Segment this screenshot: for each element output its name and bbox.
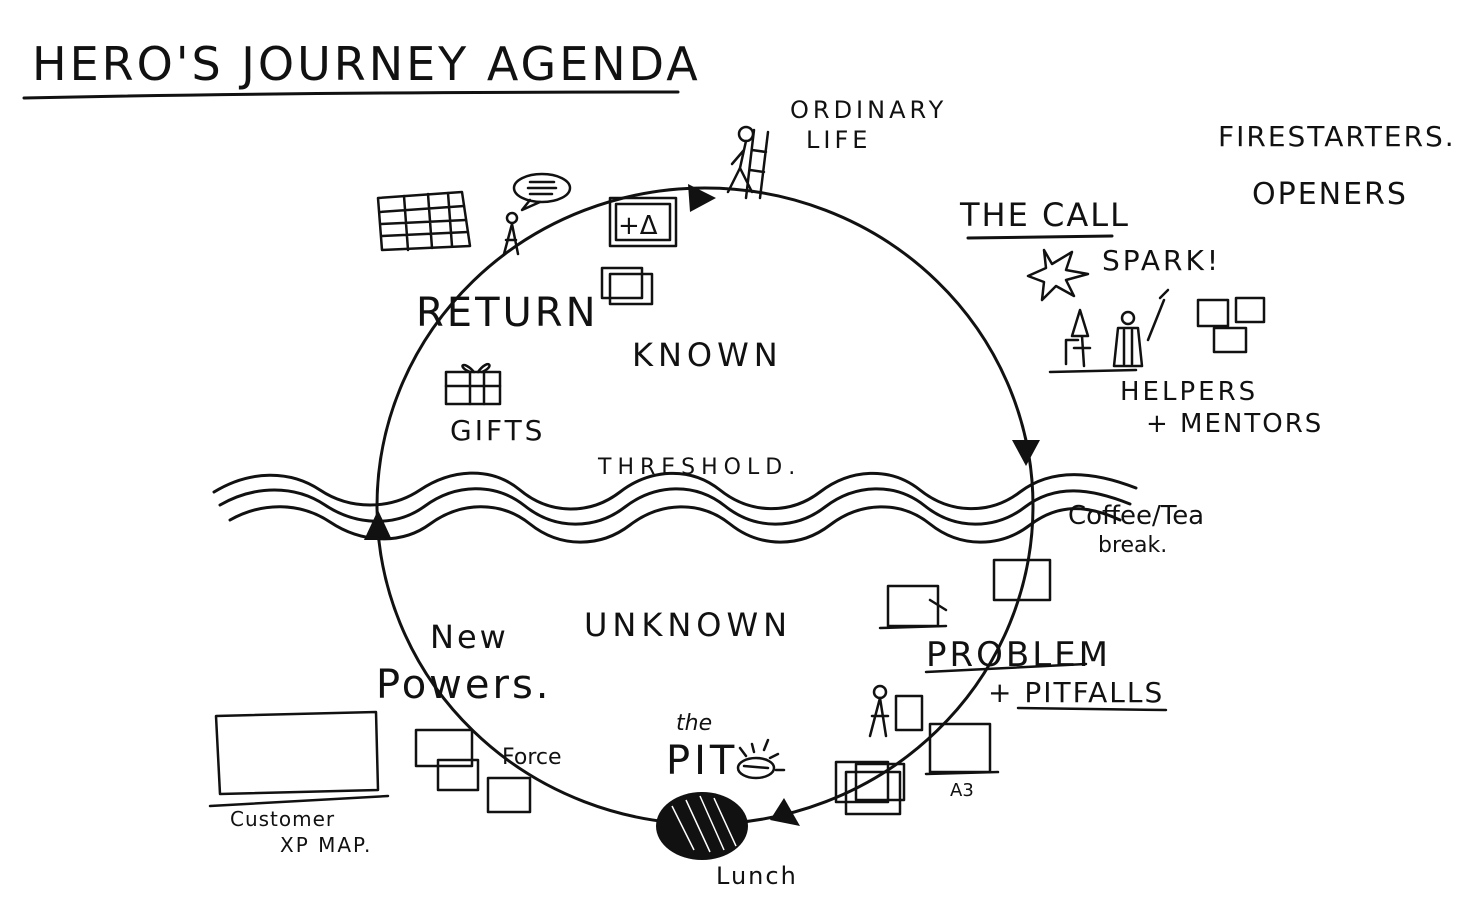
new-label: New	[430, 618, 509, 656]
unknown-label: UNKNOWN	[584, 606, 792, 644]
plus-delta-frame-icon	[608, 196, 678, 248]
a3-sheets-icon	[834, 722, 1000, 816]
gifts-label: GIFTS	[450, 414, 545, 447]
climbing-person-icon	[726, 125, 770, 200]
force-label: Force	[502, 745, 562, 770]
return-label: RETURN	[416, 290, 599, 336]
arrow-right-icon	[1012, 440, 1040, 466]
problem-label: PROBLEM	[926, 635, 1111, 675]
the-call-label: THE CALL	[959, 196, 1130, 234]
powers-label: Powers.	[376, 662, 552, 708]
sticky-notes-icon	[1196, 296, 1266, 354]
problem-frames-icon	[878, 558, 1052, 630]
calendar-sheet-icon	[376, 190, 472, 252]
page-title: HERO'S JOURNEY AGENDA	[32, 37, 701, 91]
arrow-bottom-icon	[770, 798, 800, 826]
pit-label: PIT	[666, 738, 738, 784]
break-label: break.	[1098, 533, 1167, 558]
plus-delta-text: +Δ	[618, 211, 658, 241]
stacked-papers-icon	[600, 266, 654, 306]
lightbulb-idea-icon	[736, 738, 786, 780]
openers-note: OPENERS	[1252, 177, 1408, 212]
arrow-top-icon	[688, 184, 716, 212]
spark-label: SPARK!	[1102, 244, 1221, 277]
helpers-mentors-icon	[1048, 288, 1170, 374]
problem-underline	[924, 662, 1088, 674]
threshold-label: THRESHOLD.	[597, 455, 801, 480]
known-label: KNOWN	[632, 336, 783, 374]
customer-map-board-icon	[208, 710, 390, 808]
threshold-waves	[212, 471, 1138, 544]
title-underline	[22, 90, 680, 100]
lunch-label: Lunch	[716, 862, 798, 890]
coffee-tea-label: Coffee/Tea	[1068, 501, 1204, 531]
pit-hole-icon	[656, 792, 748, 860]
spark-star-icon	[1026, 248, 1090, 302]
ordinary-life-label: ORDINARY	[790, 96, 947, 124]
pitfalls-label: + PITFALLS	[988, 676, 1164, 709]
helpers-label: HELPERS	[1120, 377, 1258, 407]
force-sheets-icon	[414, 728, 532, 814]
mentors-label: + MENTORS	[1146, 409, 1323, 439]
the-call-underline	[966, 234, 1114, 240]
pitfalls-underline	[1016, 706, 1168, 712]
pit-hatching	[671, 795, 737, 853]
arrow-left-icon	[364, 510, 392, 540]
speaking-person-icon	[502, 172, 572, 256]
ordinary-life-label-2: LIFE	[806, 126, 871, 154]
a3-label: A3	[950, 780, 974, 801]
the-label: the	[676, 711, 712, 736]
presenter-icon	[868, 684, 924, 738]
firestarters-note: FIRESTARTERS.	[1218, 120, 1456, 153]
customer-label: Customer	[230, 807, 335, 831]
xp-map-label: XP MAP.	[280, 833, 372, 857]
gift-icon	[444, 363, 502, 406]
